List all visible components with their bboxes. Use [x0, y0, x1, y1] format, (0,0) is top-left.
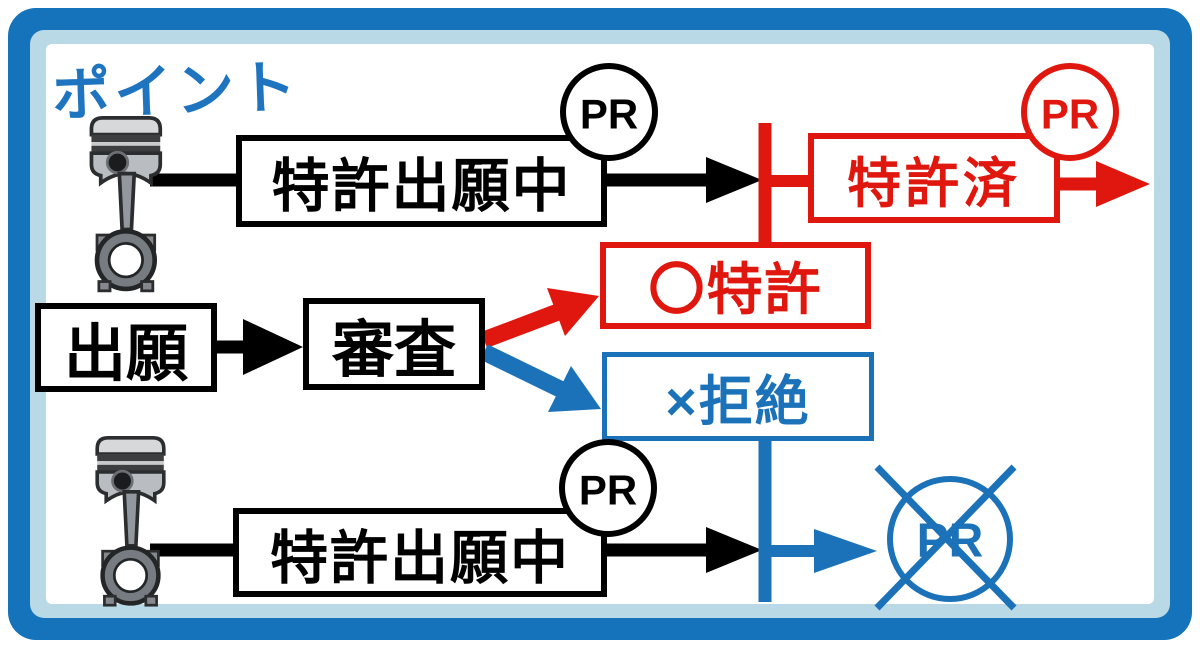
patent-granted-box: 特許済: [808, 133, 1060, 223]
reject-result-label: ×拒絶: [665, 372, 811, 432]
patent-pending-box-bottom: 特許出願中: [233, 508, 607, 597]
reject-result-box: ×拒絶: [602, 352, 874, 441]
examination-box: 審査: [303, 298, 485, 390]
patent-pending-label-bottom: 特許出願中: [269, 525, 570, 591]
grant-result-label: 〇特許: [648, 258, 823, 321]
grant-result-box: 〇特許: [600, 242, 871, 329]
patent-pending-label-top: 特許出願中: [271, 154, 572, 219]
patent-pending-box-top: 特許出願中: [236, 135, 607, 227]
examination-label: 審査: [331, 316, 456, 385]
application-label: 出願: [63, 319, 188, 389]
application-box: 出願: [35, 303, 217, 392]
page-title: ポイント: [51, 54, 302, 129]
patent-granted-label: 特許済: [847, 153, 1021, 214]
